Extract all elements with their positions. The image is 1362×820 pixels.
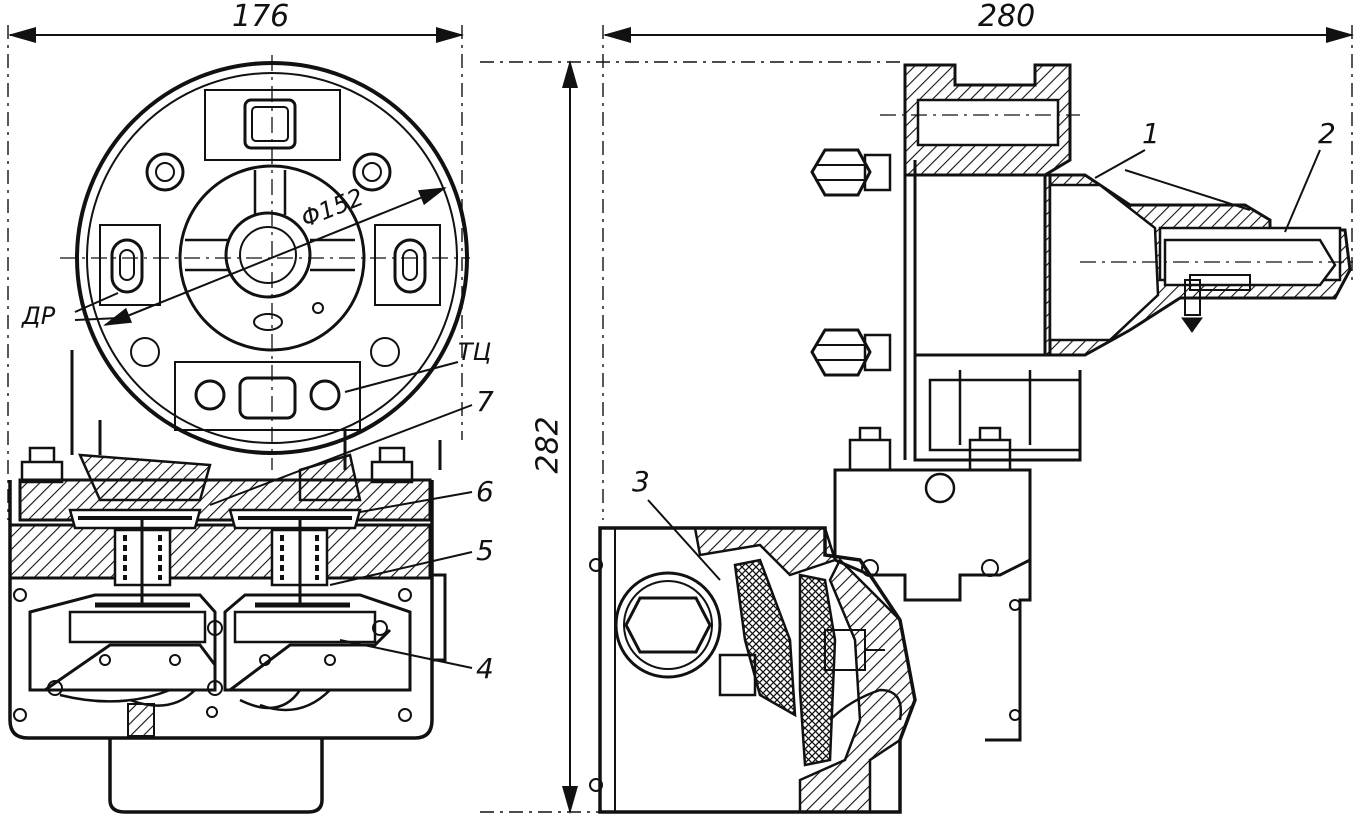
dimension-lines <box>7 25 1354 814</box>
label-tc: ТЦ <box>458 338 492 366</box>
leader-lines-right <box>647 149 1321 581</box>
label-5: 5 <box>476 534 494 567</box>
label-1: 1 <box>1142 117 1160 150</box>
leader-lines-left <box>74 292 473 669</box>
right-view <box>589 63 1355 814</box>
left-view <box>8 55 470 814</box>
dimension-width-left: 176 <box>232 0 290 34</box>
label-6: 6 <box>476 475 494 508</box>
label-4: 4 <box>476 652 494 685</box>
label-7: 7 <box>476 385 494 418</box>
label-2: 2 <box>1318 117 1336 150</box>
dimension-width-right: 280 <box>978 0 1036 34</box>
label-3: 3 <box>632 465 650 498</box>
dimension-height: 282 <box>530 416 566 474</box>
diameter-arrow <box>103 187 447 326</box>
label-dr: ДР <box>22 302 56 330</box>
